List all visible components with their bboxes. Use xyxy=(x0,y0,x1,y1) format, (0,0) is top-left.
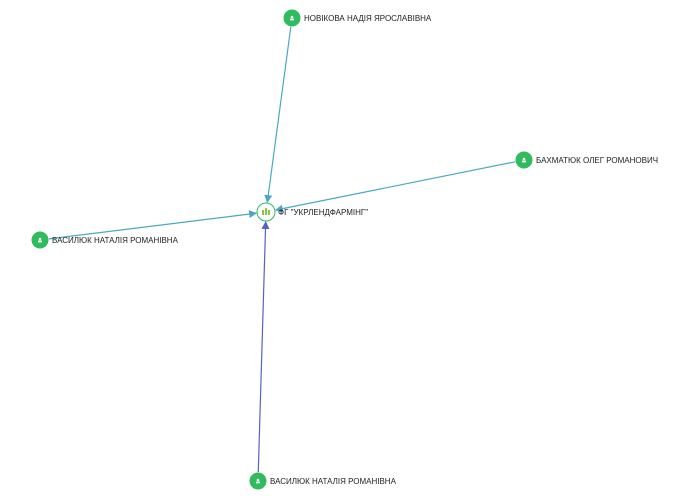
person-label: ВАСИЛЮК НАТАЛІЯ РОМАНІВНА xyxy=(270,477,397,486)
relationship-edge[interactable] xyxy=(274,161,516,213)
company-node[interactable]: ФГ "УКРЛЕНДФАРМІНГ" xyxy=(256,202,368,222)
company-label: ФГ "УКРЛЕНДФАРМІНГ" xyxy=(278,208,368,217)
relationship-edge[interactable] xyxy=(264,26,292,204)
person-icon xyxy=(38,237,42,243)
person-node[interactable]: БАХМАТЮК ОЛЕГ РОМАНОВИЧ xyxy=(515,151,659,169)
person-icon xyxy=(256,478,260,484)
person-label: ВАСИЛЮК НАТАЛІЯ РОМАНІВНА xyxy=(52,236,179,245)
relationship-edge[interactable] xyxy=(48,210,258,240)
person-node[interactable]: ВАСИЛЮК НАТАЛІЯ РОМАНІВНА xyxy=(31,231,179,249)
person-label: БАХМАТЮК ОЛЕГ РОМАНОВИЧ xyxy=(536,156,658,165)
person-icon xyxy=(290,15,294,21)
person-icon xyxy=(522,157,526,163)
relationship-edge[interactable] xyxy=(257,220,270,473)
person-label: НОВІКОВА НАДІЯ ЯРОСЛАВІВНА xyxy=(304,14,432,23)
person-node[interactable]: ВАСИЛЮК НАТАЛІЯ РОМАНІВНА xyxy=(249,472,397,490)
company-icon xyxy=(262,208,270,215)
person-node[interactable]: НОВІКОВА НАДІЯ ЯРОСЛАВІВНА xyxy=(283,9,432,27)
